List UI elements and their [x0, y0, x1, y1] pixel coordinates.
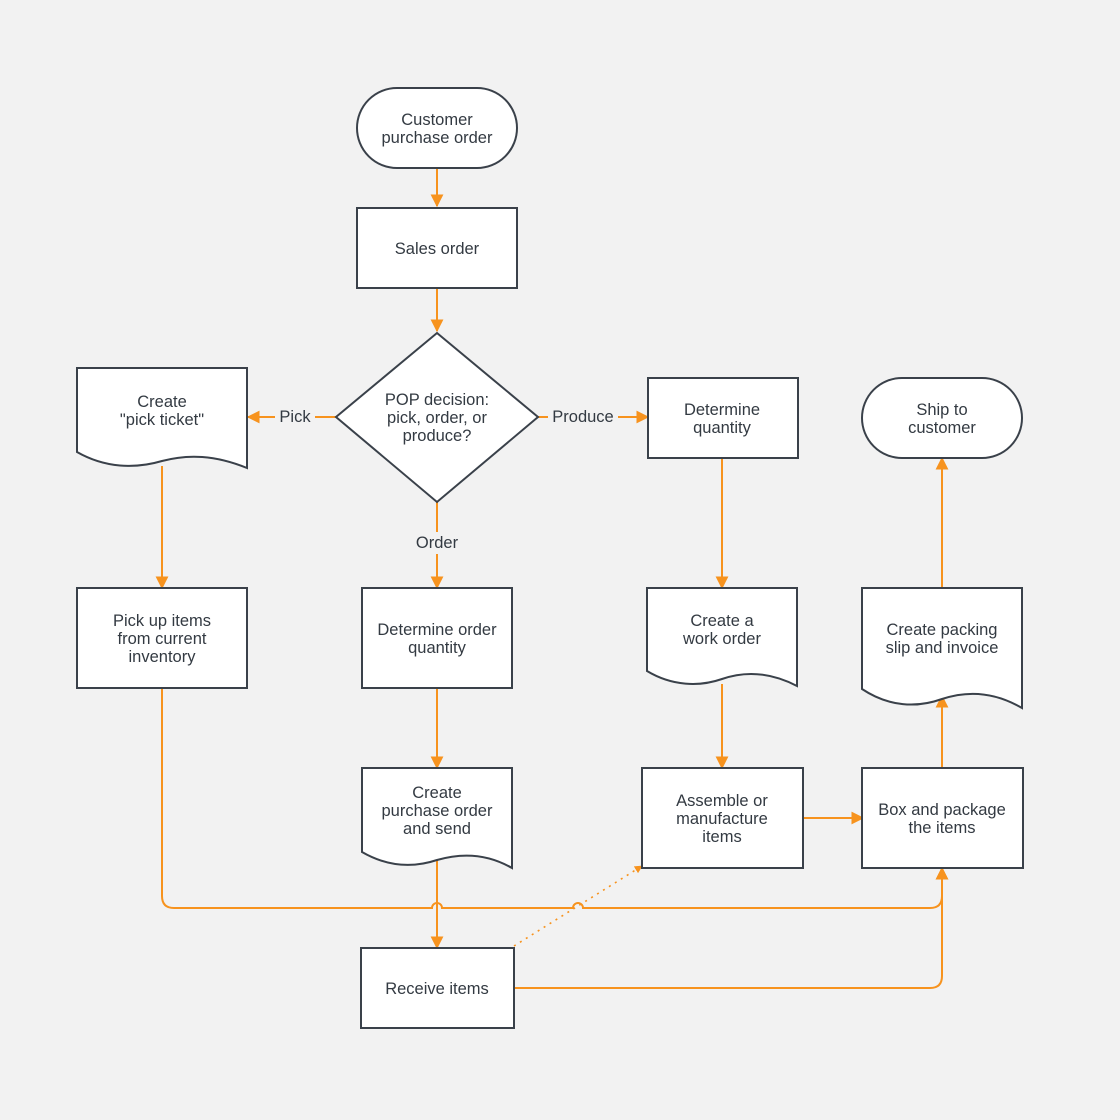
label-line: slip and invoice [886, 639, 999, 657]
label-line: from current [118, 630, 207, 648]
edge-label-produce-text: Produce [552, 408, 613, 426]
label-line: quantity [693, 419, 752, 437]
label-line: POP decision: [385, 391, 489, 409]
label-line: Ship to [916, 401, 967, 419]
edge-label-order: Order [412, 532, 462, 554]
pick-up-items-process[interactable] [76, 587, 248, 689]
label-line: manufacture [676, 810, 768, 828]
create-pick-ticket-document[interactable] [76, 367, 248, 470]
label-line: Create a [690, 612, 754, 630]
edge-label-pick-text: Pick [279, 408, 311, 426]
label-line: Create [412, 784, 462, 802]
label-line: customer [908, 419, 976, 437]
connector-receive-to-box [514, 866, 949, 989]
receive-items-label: Receive items [385, 980, 489, 998]
sales-order-label: Sales order [395, 240, 480, 258]
create-purchase-order-document[interactable] [361, 767, 513, 870]
determine-order-quantity-process[interactable] [361, 587, 513, 689]
label-line: "pick ticket" [120, 411, 204, 429]
label-line: purchase order [382, 129, 493, 147]
label-line: produce? [403, 427, 472, 445]
label-line: and send [403, 820, 471, 838]
sales-order-process[interactable] [356, 207, 518, 289]
label-line: Pick up items [113, 612, 211, 630]
pop-decision-diamond[interactable] [334, 331, 540, 504]
edge-label-pick: Pick [275, 406, 315, 428]
receive-items-process[interactable] [360, 947, 515, 1029]
create-work-order-document[interactable] [646, 587, 798, 688]
connector-pick-up-to-box [161, 688, 949, 909]
edge-label-order-text: Order [416, 534, 459, 552]
label-line: Create [137, 393, 187, 411]
box-and-package-process[interactable] [861, 767, 1024, 869]
label-line: Customer [401, 111, 473, 129]
connectors [155, 168, 949, 989]
assemble-items-process[interactable] [641, 767, 804, 869]
ship-to-customer-terminator[interactable] [861, 377, 1023, 459]
label-line: inventory [129, 648, 197, 666]
create-packing-slip-document[interactable] [861, 587, 1023, 710]
label-line: items [702, 828, 741, 846]
label-line: Assemble or [676, 792, 768, 810]
connector-receive-to-assemble-dotted [513, 865, 643, 947]
customer-purchase-order-terminator[interactable] [356, 87, 518, 169]
label-line: pick, order, or [387, 409, 487, 427]
create-pick-ticket-label: Create"pick ticket" [120, 393, 204, 429]
determine-quantity-process[interactable] [647, 377, 799, 459]
edge-label-produce: Produce [548, 406, 618, 428]
label-line: Create packing [887, 621, 998, 639]
label-line: Receive items [385, 980, 489, 998]
label-line: Box and package [878, 801, 1006, 819]
label-line: Determine [684, 401, 760, 419]
label-line: Sales order [395, 240, 480, 258]
label-line: work order [682, 630, 761, 648]
label-line: quantity [408, 639, 467, 657]
label-line: purchase order [382, 802, 493, 820]
label-line: Determine order [377, 621, 497, 639]
label-line: the items [909, 819, 976, 837]
